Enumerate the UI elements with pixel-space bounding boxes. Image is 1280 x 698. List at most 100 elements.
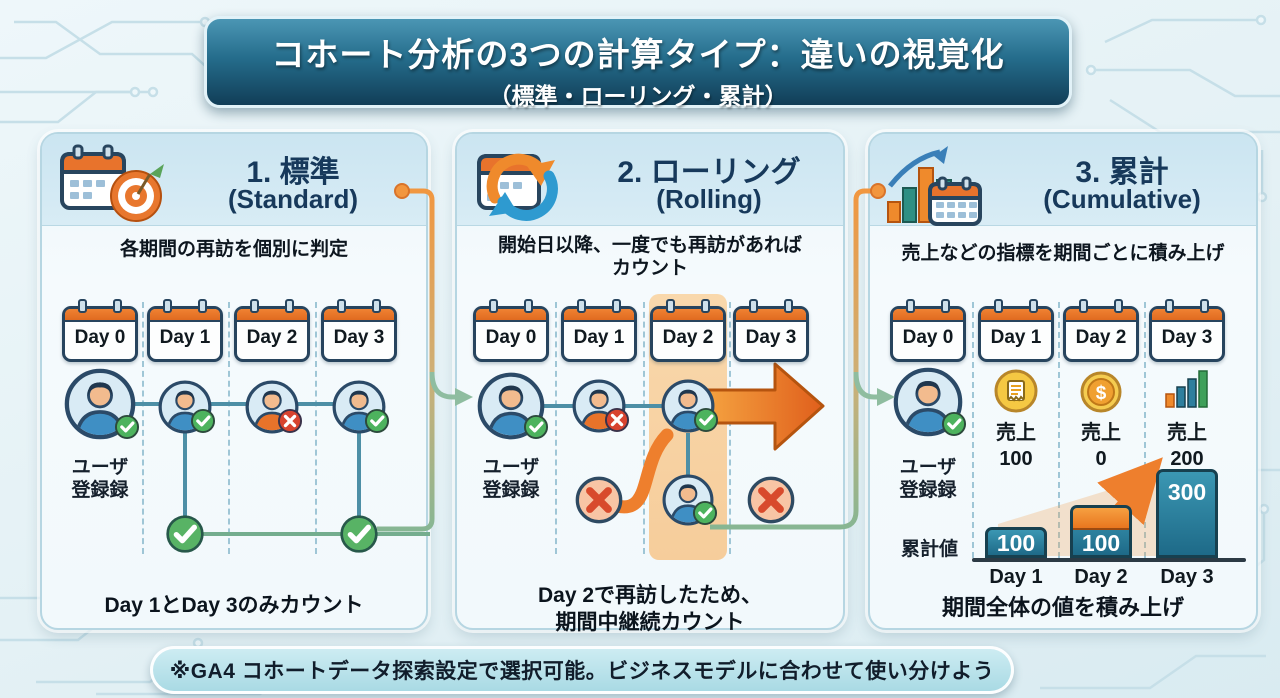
revenue-bars-icon <box>1165 370 1208 408</box>
day-calendar-label: Day 0 <box>74 327 126 348</box>
revenue-value: 100 <box>999 448 1033 470</box>
panel-caption: Day 2で再訪したため、 期間中継続カウント <box>537 584 763 635</box>
user-register-label: ユーザ 登録録 <box>71 457 129 502</box>
panel-standard: 1. 標準 (Standard) 各期間の再訪を個別に判定 Day 0 Day … <box>40 132 430 630</box>
user-avatar <box>245 380 299 434</box>
day-calendar: Day 1 <box>978 299 1054 362</box>
day-calendar: Day 3 <box>321 299 397 362</box>
panel-title: 3. 累計 <box>1075 156 1169 189</box>
column-separator <box>1144 302 1146 558</box>
counted-check-icon <box>165 514 205 554</box>
check-badge-icon <box>692 500 718 526</box>
day-calendar-label: Day 3 <box>333 327 385 348</box>
svg-text:$: $ <box>1096 383 1107 404</box>
title-banner: コホート分析の3つの計算タイプ：違いの視覚化 （標準・ローリング・累計） <box>204 16 1072 109</box>
day-calendar: Day 2 <box>1063 299 1139 362</box>
connector-line <box>429 371 455 400</box>
day-calendar-label: Day 2 <box>662 327 714 348</box>
day-calendar: Day 0 <box>890 299 966 362</box>
day-calendar: Day 3 <box>733 299 809 362</box>
panel-description: 各期間の再訪を個別に判定 <box>119 239 348 260</box>
day-calendar-label: Day 2 <box>1075 327 1127 348</box>
check-badge-icon <box>114 414 140 440</box>
day-calendar: Day 1 <box>147 299 223 362</box>
no-visit-icon <box>574 475 624 525</box>
column-separator <box>555 302 557 554</box>
column-separator <box>142 302 144 554</box>
panel-caption: Day 1とDay 3のみカウント <box>104 594 364 617</box>
calendar-target-icon <box>60 144 164 222</box>
panel-title: 1. 標準 <box>246 156 340 189</box>
x-badge-icon <box>277 408 303 434</box>
cumulative-bar-day1: 100 <box>985 527 1047 558</box>
user-avatar <box>661 379 715 433</box>
day-calendar: Day 0 <box>473 299 549 362</box>
panel-subtitle: (Cumulative) <box>1043 184 1201 214</box>
day-calendar-label: Day 1 <box>573 327 625 348</box>
column-separator <box>643 302 645 554</box>
column-separator <box>315 302 317 554</box>
bar-value-label: 300 <box>1167 479 1207 505</box>
chart-calendar-icon <box>887 146 982 226</box>
panel-description: 売上などの指標を期間ごとに積み上げ <box>901 243 1225 264</box>
check-badge-icon <box>190 408 216 434</box>
day-calendar: Day 2 <box>650 299 726 362</box>
user-avatar <box>158 380 212 434</box>
user-register-label: ユーザ 登録録 <box>899 457 957 502</box>
panel-cumulative: 3. 累計 (Cumulative) 売上などの指標を期間ごとに積み上げ Day… <box>868 132 1258 630</box>
user-avatar <box>893 367 963 437</box>
revisit-s-curve <box>610 428 674 514</box>
revenue-dollar-icon: $ <box>1080 371 1122 413</box>
revenue-label: 売上 200 <box>1167 422 1207 470</box>
check-badge-icon <box>523 414 549 440</box>
bar-value-label: 100 <box>1081 530 1121 556</box>
revenue-label: 売上 100 <box>996 422 1036 470</box>
chart-axis <box>972 558 1246 562</box>
chart-axis-label: Day 3 <box>1160 566 1214 588</box>
check-badge-icon <box>693 407 719 433</box>
panel-caption: 期間全体の値を積み上げ <box>941 595 1184 620</box>
column-separator <box>972 302 974 558</box>
user-avatar <box>662 474 714 526</box>
day-calendar-label: Day 1 <box>990 327 1042 348</box>
calendar-refresh-icon <box>477 153 558 221</box>
check-badge-icon <box>941 411 967 437</box>
column-separator <box>228 302 230 554</box>
bar-value-label: 100 <box>996 530 1036 556</box>
revenue-value: 200 <box>1170 448 1204 470</box>
page-title: コホート分析の3つの計算タイプ：違いの視覚化 <box>271 36 1005 73</box>
user-avatar <box>477 372 545 440</box>
day-calendar: Day 2 <box>234 299 310 362</box>
user-avatar <box>332 380 386 434</box>
day-calendar: Day 0 <box>62 299 138 362</box>
x-badge-icon <box>604 407 630 433</box>
cumulative-bar-day2: 100 <box>1070 505 1132 558</box>
page-subtitle: （標準・ローリング・累計） <box>488 83 788 109</box>
user-register-label: ユーザ 登録録 <box>482 457 540 502</box>
day-calendar-label: Day 0 <box>902 327 954 348</box>
day-calendar-label: Day 0 <box>485 327 537 348</box>
revenue-value: 0 <box>1095 448 1107 470</box>
increment-segment <box>1073 508 1129 530</box>
day-calendar-label: Day 1 <box>159 327 211 348</box>
footer-note: ※GA4 コホートデータ探索設定で選択可能。ビジネスモデルに合わせて使い分けよう <box>150 646 1014 694</box>
user-avatar <box>572 379 626 433</box>
day-calendar-label: Day 3 <box>1161 327 1213 348</box>
panel-rolling: 2. ローリング (Rolling) 開始日以降、一度でも再訪があれば カウント… <box>455 132 845 634</box>
panel-title: 2. ローリング <box>617 156 801 189</box>
day-calendar: Day 1 <box>561 299 637 362</box>
no-visit-icon <box>746 475 796 525</box>
revenue-receipt-icon <box>994 369 1038 413</box>
day-calendar-label: Day 3 <box>745 327 797 348</box>
revenue-label: 売上 0 <box>1081 422 1121 470</box>
counted-check-icon <box>339 514 379 554</box>
chart-axis-label: Day 2 <box>1074 566 1128 588</box>
panel-subtitle: (Standard) <box>228 184 358 214</box>
day-calendar: Day 3 <box>1149 299 1225 362</box>
user-avatar <box>64 368 136 440</box>
day-calendar-label: Day 2 <box>246 327 298 348</box>
chart-axis-label: Day 1 <box>989 566 1043 588</box>
cumulative-axis-label: 累計値 <box>900 539 958 560</box>
check-badge-icon <box>364 408 390 434</box>
